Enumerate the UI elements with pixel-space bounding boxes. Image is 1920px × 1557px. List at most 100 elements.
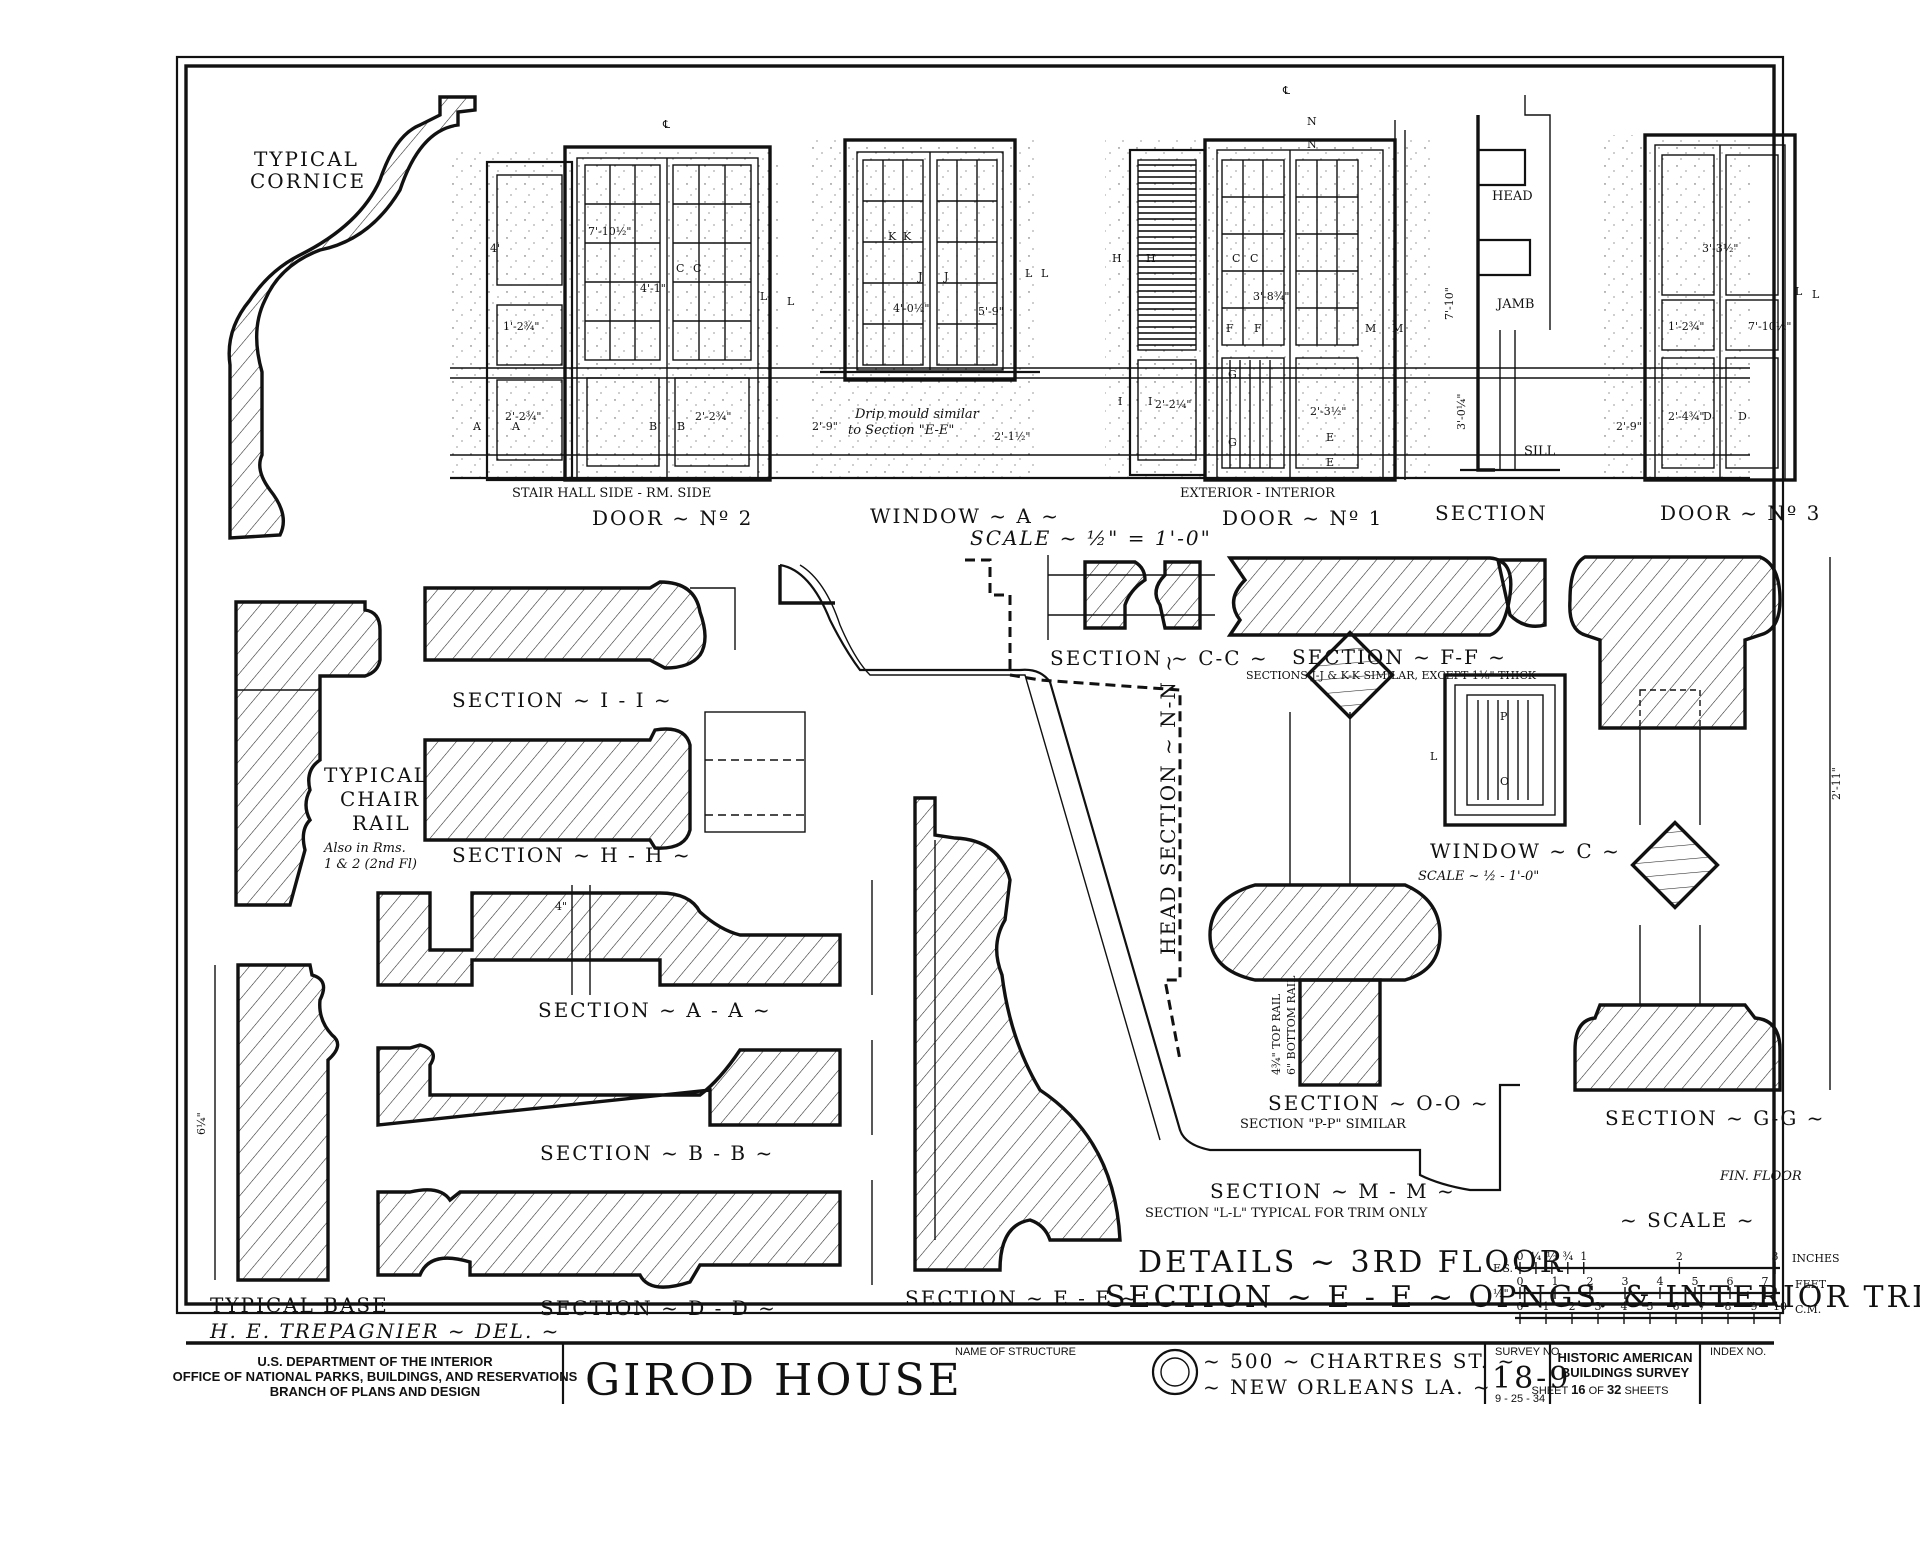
svg-text:I: I <box>1148 395 1152 408</box>
svg-text:C: C <box>1232 252 1240 265</box>
scale-tick-label: 2 <box>1676 1250 1683 1263</box>
svg-text:L: L <box>1795 285 1803 298</box>
svg-text:C: C <box>676 262 684 275</box>
scale-tick-label: 3 <box>1772 1250 1779 1263</box>
svg-text:DOOR ~ Nº 1: DOOR ~ Nº 1 <box>1222 506 1383 530</box>
svg-text:2'-2¾": 2'-2¾" <box>695 410 731 423</box>
svg-text:SECTION "P-P" SIMILAR: SECTION "P-P" SIMILAR <box>1240 1117 1407 1132</box>
section-f-f: SECTION ~ F-F ~ SECTIONS J-J & K-K SIMIL… <box>1226 556 1547 682</box>
scale-tick-label: ¼ <box>1531 1250 1542 1263</box>
svg-text:SECTION ~ M - M ~: SECTION ~ M - M ~ <box>1210 1179 1456 1203</box>
svg-text:L: L <box>1041 267 1049 280</box>
svg-text:½": ½" <box>1493 1287 1509 1300</box>
title-block: U.S. DEPARTMENT OF THE INTERIOR OFFICE O… <box>173 1341 1774 1406</box>
svg-text:FEET: FEET <box>1795 1278 1827 1291</box>
svg-text:℄: ℄ <box>662 118 670 131</box>
svg-text:~ NEW ORLEANS LA. ~: ~ NEW ORLEANS LA. ~ <box>1203 1375 1492 1399</box>
head-moulding-profile: HEAD SECTION ~ N-N ~ SECTION ~ M - M ~ S… <box>778 558 1520 1221</box>
svg-text:F: F <box>1226 322 1234 335</box>
svg-text:BRANCH OF PLANS AND DESIGN: BRANCH OF PLANS AND DESIGN <box>270 1384 480 1399</box>
svg-text:H. E. TREPAGNIER ~ DEL. ~: H. E. TREPAGNIER ~ DEL. ~ <box>209 1319 560 1343</box>
svg-text:INCHES: INCHES <box>1792 1252 1840 1265</box>
svg-text:9 - 25 - 34: 9 - 25 - 34 <box>1495 1393 1545 1405</box>
svg-text:P: P <box>1500 710 1508 723</box>
svg-text:A: A <box>472 420 482 433</box>
svg-text:C: C <box>1250 252 1258 265</box>
svg-text:CHAIR: CHAIR <box>340 787 420 811</box>
svg-text:SECTION ~ D - D ~: SECTION ~ D - D ~ <box>540 1296 777 1320</box>
scale-tick-label: 2 <box>1587 1275 1594 1288</box>
svg-text:3'-0¼": 3'-0¼" <box>1455 394 1468 430</box>
svg-text:2'-2¾": 2'-2¾" <box>505 410 541 423</box>
svg-text:C.M.: C.M. <box>1795 1303 1821 1316</box>
survey-seal <box>1151 1348 1199 1396</box>
svg-text:TYPICAL: TYPICAL <box>324 763 429 787</box>
section-b-b: SECTION ~ B - B ~ <box>376 1040 873 1165</box>
scale-tick-label: 6 <box>1673 1300 1680 1313</box>
svg-text:2'-3½": 2'-3½" <box>1310 405 1346 418</box>
scale-tick-label: 1 <box>1552 1275 1559 1288</box>
scale-tick-label: 9 <box>1751 1300 1758 1313</box>
scale-tick-label: 8 <box>1725 1300 1732 1313</box>
typical-chair-rail: TYPICAL CHAIR RAIL Also in Rms. 1 & 2 (2… <box>234 600 429 907</box>
outer-border <box>175 55 1785 1315</box>
svg-text:GIROD HOUSE: GIROD HOUSE <box>585 1355 963 1406</box>
svg-text:H: H <box>1146 252 1156 265</box>
svg-text:℄: ℄ <box>1282 84 1290 97</box>
scale-tick-label: 5 <box>1647 1300 1654 1313</box>
scale-tick-label: 4 <box>1657 1275 1664 1288</box>
svg-text:HISTORIC AMERICAN: HISTORIC AMERICAN <box>1557 1350 1692 1365</box>
svg-text:CORNICE: CORNICE <box>250 169 366 193</box>
svg-text:G: G <box>1228 436 1237 449</box>
svg-text:SILL: SILL <box>1524 444 1556 459</box>
section-d-d: SECTION ~ D - D ~ <box>376 1180 873 1320</box>
svg-text:4'-1": 4'-1" <box>640 282 666 295</box>
scale-tick-label: 3 <box>1595 1300 1602 1313</box>
section-o-o: 4¾" TOP RAIL 6" BOTTOM RAIL SECTION ~ O-… <box>1208 630 1490 1132</box>
svg-text:SECTION ~ G-G ~: SECTION ~ G-G ~ <box>1605 1106 1825 1130</box>
section-h-h: SECTION ~ H - H ~ <box>423 711 806 867</box>
scale-tick-label: 5 <box>1692 1275 1699 1288</box>
scale-tick-label: 4 <box>1621 1300 1628 1313</box>
svg-text:K: K <box>888 230 897 243</box>
scale-tick-label: 1 <box>1543 1300 1550 1313</box>
svg-text:7'-10½": 7'-10½" <box>588 225 631 238</box>
svg-text:6" BOTTOM RAIL: 6" BOTTOM RAIL <box>1285 975 1298 1075</box>
svg-text:2'-9": 2'-9" <box>812 420 838 433</box>
svg-text:1'-2¾": 1'-2¾" <box>503 320 539 333</box>
svg-text:E: E <box>1326 456 1334 469</box>
section-i-i: SECTION ~ I - I ~ <box>423 580 736 712</box>
svg-text:1'-2¾": 1'-2¾" <box>1668 320 1704 333</box>
svg-text:N: N <box>1307 138 1317 151</box>
svg-text:B: B <box>649 420 657 433</box>
svg-text:JAMB: JAMB <box>1495 297 1534 312</box>
svg-text:SECTION ~ A - A ~: SECTION ~ A - A ~ <box>538 998 772 1022</box>
svg-text:4': 4' <box>490 242 500 255</box>
svg-text:Drip mould similar: Drip mould similar <box>854 407 980 422</box>
svg-text:to Section "E-E": to Section "E-E" <box>848 423 954 438</box>
section-g-g: 2'-11" SECTION ~ G-G ~ FIN. FLOOR <box>1568 555 1843 1184</box>
svg-text:RAIL: RAIL <box>352 811 411 835</box>
svg-text:2'-11": 2'-11" <box>1830 767 1843 800</box>
svg-text:~ SCALE ~: ~ SCALE ~ <box>1620 1208 1756 1232</box>
svg-text:O: O <box>1500 775 1509 788</box>
svg-text:F.S.: F.S. <box>1493 1262 1513 1275</box>
svg-text:SHEET 16 OF: SHEET 16 OF 32 SHEETS <box>1532 1382 1669 1397</box>
window-c-elevation: P O L WINDOW ~ C ~ SCALE ~ ½ - 1'-0" <box>1418 673 1619 884</box>
svg-text:SECTION "L-L" TYPICAL FOR TRIM: SECTION "L-L" TYPICAL FOR TRIM ONLY <box>1145 1206 1428 1221</box>
svg-text:SCALE ~ ½ - 1'-0": SCALE ~ ½ - 1'-0" <box>1418 869 1539 884</box>
svg-text:SECTION ~ E - E ~: SECTION ~ E - E ~ <box>905 1286 1139 1310</box>
section-c-c: SECTION ~ C-C ~ <box>1047 555 1267 670</box>
svg-text:INDEX NO.: INDEX NO. <box>1710 1346 1766 1358</box>
svg-text:3'-8¾": 3'-8¾" <box>1253 290 1289 303</box>
svg-text:E: E <box>1326 431 1334 444</box>
svg-text:FIN. FLOOR: FIN. FLOOR <box>1719 1169 1802 1184</box>
svg-text:G: G <box>1228 368 1237 381</box>
svg-text:SECTION ~ O-O ~: SECTION ~ O-O ~ <box>1268 1091 1490 1115</box>
svg-text:J: J <box>943 270 948 283</box>
